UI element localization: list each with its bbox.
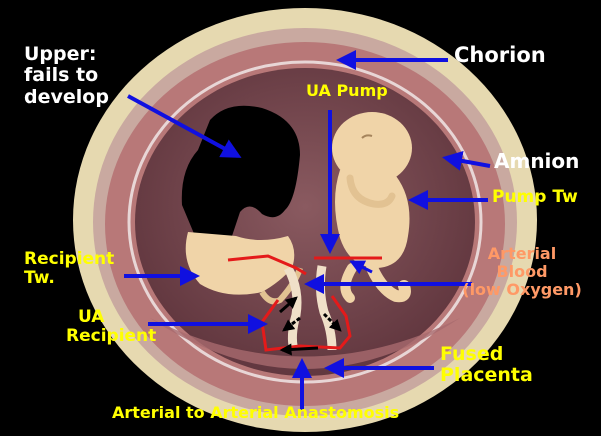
label-upper-line-1: Upper: [24, 44, 109, 65]
label-ua-recipient-line-2: Recipient [66, 327, 156, 346]
label-fused-placenta: Fused Placenta [440, 344, 533, 387]
label-recipient-twin-line-1: Recipient [24, 250, 114, 269]
label-ua-recipient: UA Recipient [66, 308, 156, 346]
label-arterial-anastomosis: Arterial to Arterial Anastomosis [112, 404, 399, 422]
label-upper-fails-to-develop: Upper: fails to develop [24, 44, 109, 108]
label-arterial-blood-line-3: (low Oxygen) [452, 281, 592, 299]
label-arterial-blood-line-2: Blood [452, 263, 592, 281]
label-ua-pump: UA Pump [306, 82, 388, 100]
label-pump-twin: Pump Tw [492, 188, 578, 207]
label-upper-line-3: develop [24, 87, 109, 108]
label-chorion: Chorion [454, 44, 546, 68]
label-recipient-twin: Recipient Tw. [24, 250, 114, 288]
amniotic-cavity [135, 68, 475, 376]
label-arterial-blood: Arterial Blood (low Oxygen) [452, 245, 592, 299]
label-arterial-blood-line-1: Arterial [452, 245, 592, 263]
label-ua-recipient-line-1: UA [66, 308, 156, 327]
flow-arrow-left [282, 348, 318, 350]
label-fused-placenta-line-1: Fused [440, 344, 533, 365]
label-amnion: Amnion [494, 150, 579, 172]
label-upper-line-2: fails to [24, 65, 109, 86]
label-recipient-twin-line-2: Tw. [24, 269, 114, 288]
label-fused-placenta-line-2: Placenta [440, 365, 533, 386]
